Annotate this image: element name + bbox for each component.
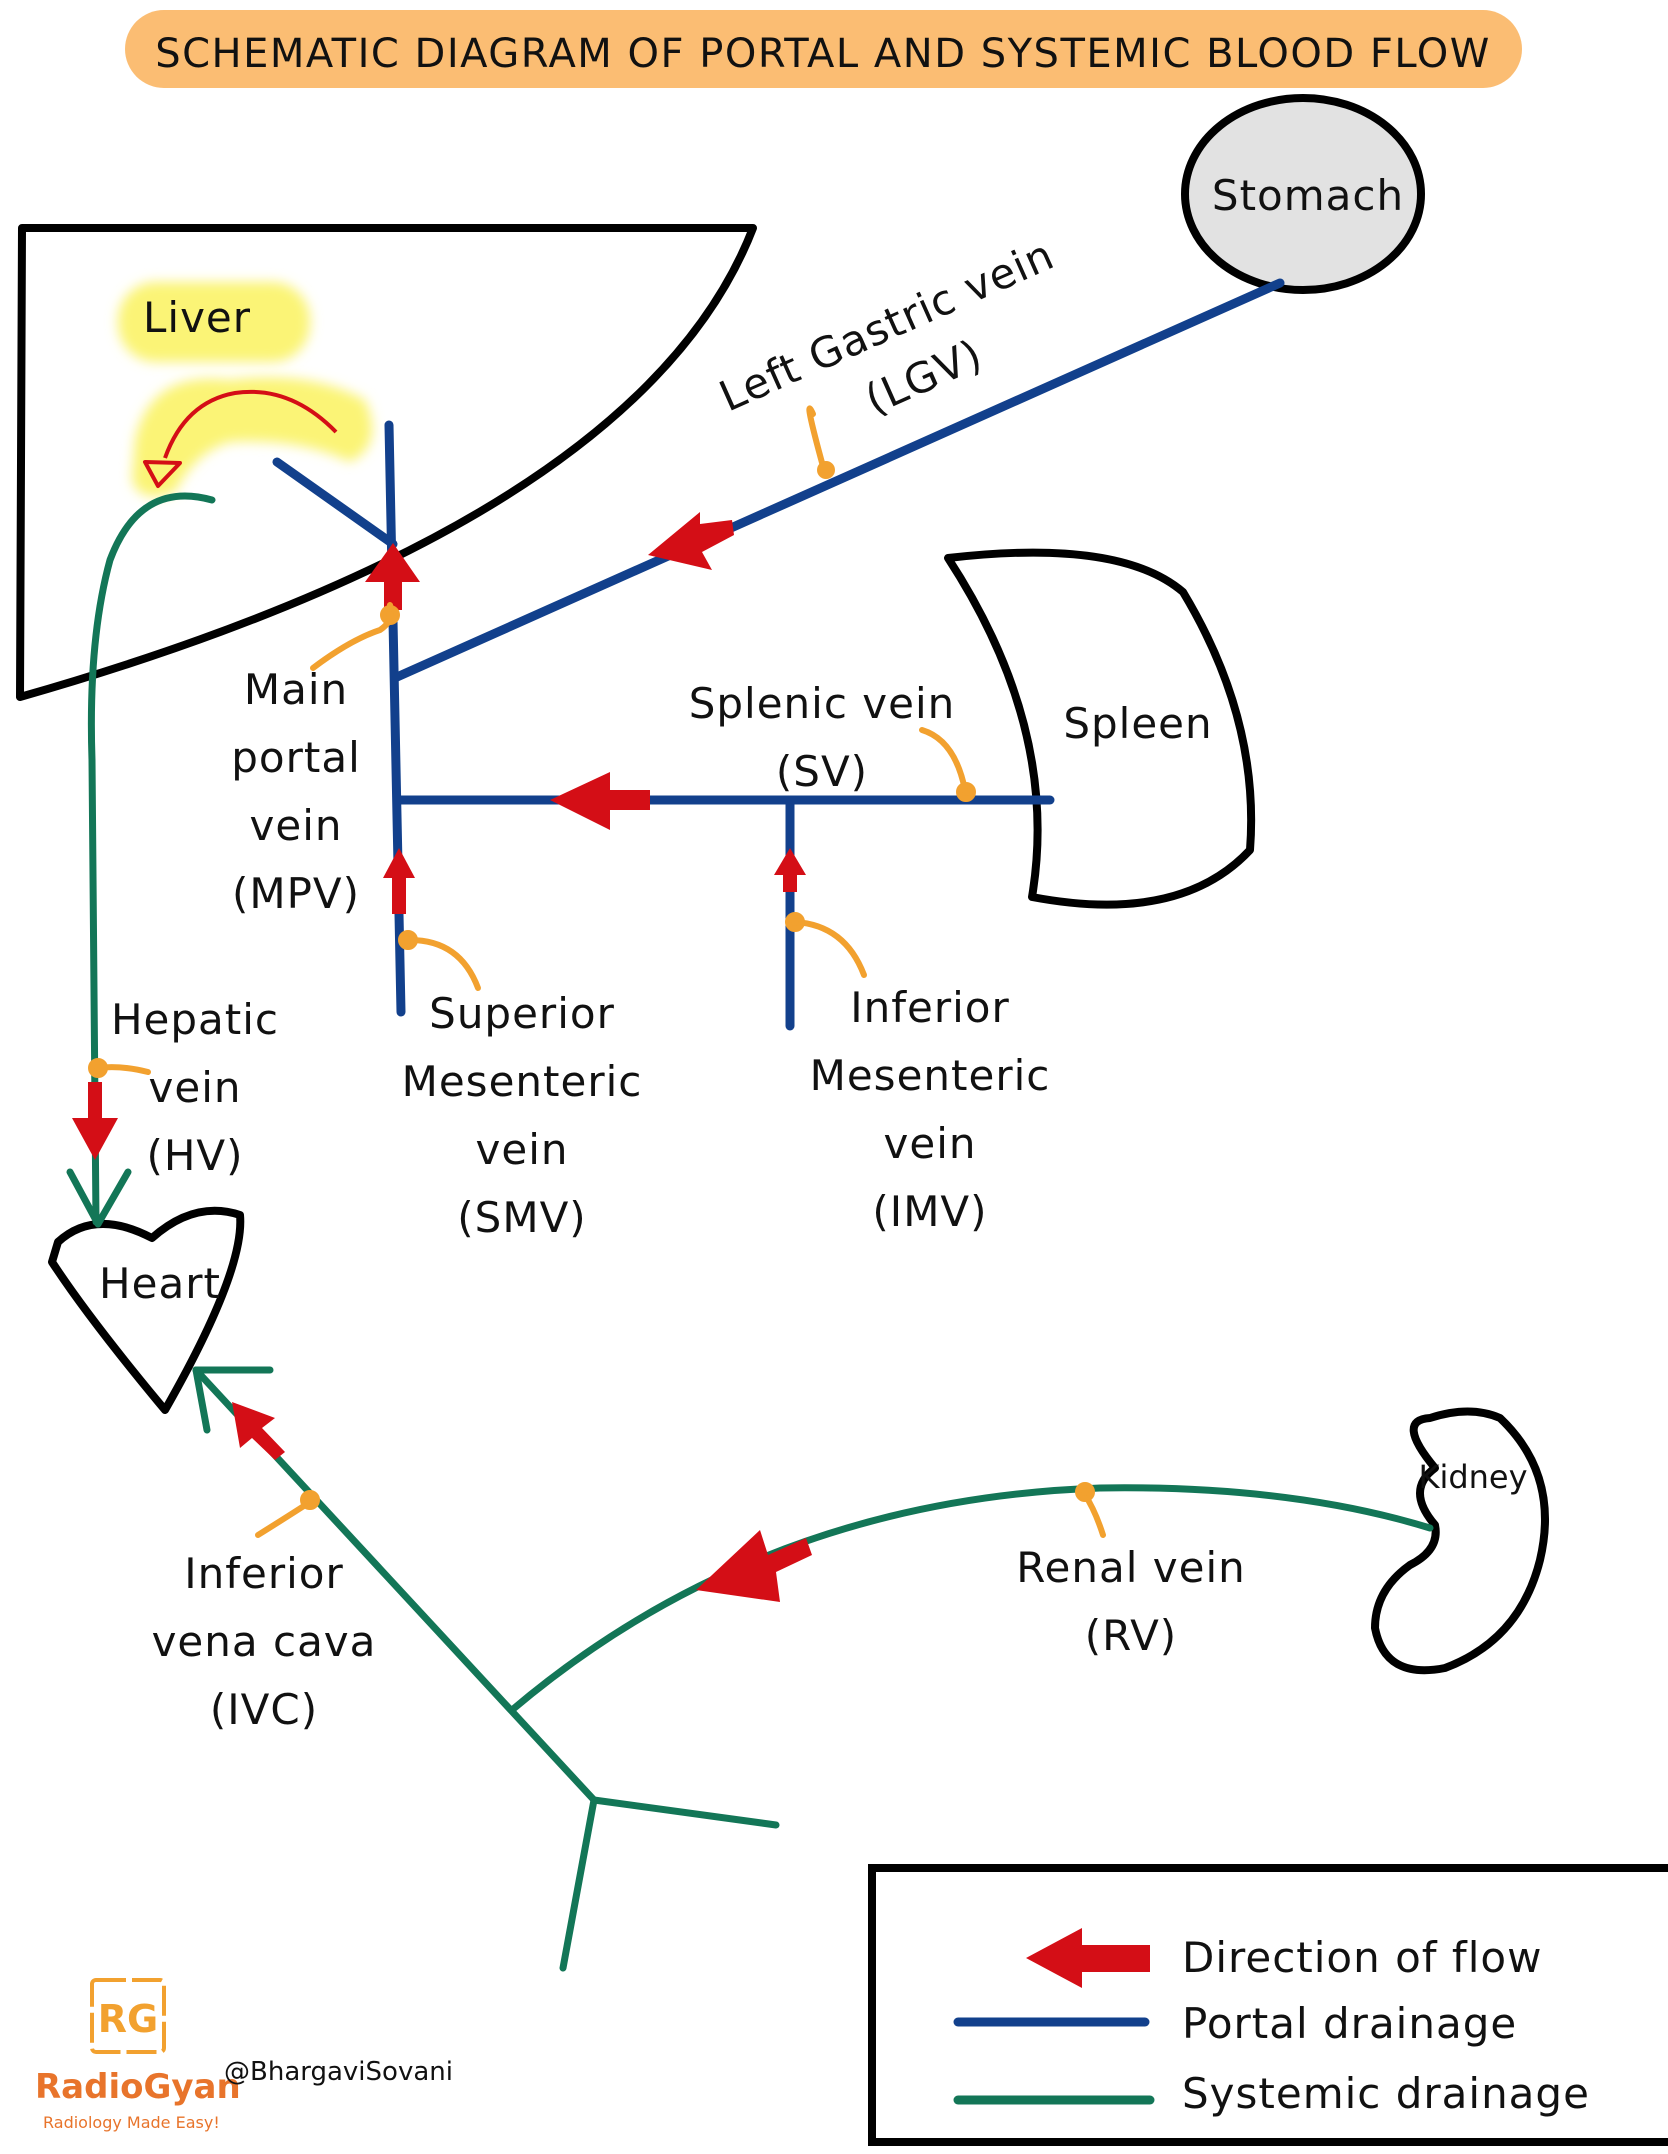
imv-label-line4: (IMV) — [872, 1187, 987, 1236]
imv-label-line1: Inferior — [850, 983, 1010, 1032]
diagram-title: SCHEMATIC DIAGRAM OF PORTAL AND SYSTEMIC… — [155, 31, 1491, 77]
iliac-branch-left — [559, 1796, 598, 1972]
iliac-branch-right — [590, 1796, 780, 1829]
main-portal-vein-line — [384, 420, 406, 1017]
logo-tagline: Radiology Made Easy! — [43, 2113, 220, 2132]
portal-vessels — [272, 278, 1285, 1031]
title-background — [125, 10, 1522, 88]
legend-systemic-label: Systemic drainage — [1182, 2069, 1590, 2118]
legend-portal-label: Portal drainage — [1182, 1999, 1517, 2048]
logo-mark-text: RG — [98, 1997, 158, 2041]
ivc-label-line1: Inferior — [184, 1549, 344, 1598]
sv-label-line1: Splenic vein — [689, 679, 956, 728]
systemic-vessels — [66, 492, 1434, 1972]
lgv-flow-arrow — [648, 512, 734, 570]
imv-pointer-dot — [785, 912, 805, 932]
ivc-label: Inferior vena cava (IVC) — [152, 1549, 377, 1734]
spleen-shape — [944, 548, 1256, 909]
label-pointers — [88, 405, 1106, 1538]
sv-pointer-dot — [956, 782, 976, 802]
smv-label-line4: (SMV) — [457, 1193, 586, 1242]
lgv-pointer-dot — [817, 461, 835, 479]
ivc-pointer — [255, 1499, 313, 1538]
left-gastric-vein-line — [392, 278, 1285, 682]
hepatic-vein-line — [87, 492, 216, 1226]
rv-flow-arrow — [696, 1530, 812, 1602]
mpv-pointer-dot — [380, 605, 400, 625]
liver-label-highlight — [118, 282, 310, 362]
spleen-label: Spleen — [1063, 699, 1212, 748]
kidney-label: Kidney — [1418, 1458, 1527, 1496]
flow-arrows — [72, 512, 812, 1602]
lgv-label: Left Gastric vein (LGV) — [712, 230, 1061, 424]
ivc-label-line3: (IVC) — [210, 1685, 318, 1734]
hv-flow-arrow — [72, 1082, 118, 1160]
smv-label-line1: Superior — [429, 989, 615, 1038]
radiogyan-logo: RG RadioGyan Radiology Made Easy! — [35, 1978, 241, 2132]
imv-label-line2: Mesenteric — [810, 1051, 1051, 1100]
liver-curved-arrowhead — [143, 460, 182, 488]
mpv-pointer — [310, 602, 395, 671]
liver-outline — [16, 224, 757, 701]
logo-mark-frame — [90, 1978, 166, 2054]
smv-pointer — [407, 937, 481, 991]
liver-flow-highlight — [132, 377, 373, 497]
smv-pointer-dot — [398, 930, 418, 950]
rv-label-line2: (RV) — [1085, 1611, 1177, 1660]
smv-label: Superior Mesenteric vein (SMV) — [402, 989, 643, 1242]
liver-label: Liver — [143, 293, 251, 342]
smv-label-line3: vein — [476, 1125, 569, 1174]
credit-handle: @BhargaviSovani — [224, 2057, 453, 2087]
stomach-shape — [1181, 94, 1425, 294]
sv-pointer — [919, 727, 968, 793]
mpv-label-line1: Main — [244, 665, 348, 714]
mpv-flow-arrow — [365, 543, 420, 610]
mpv-label-line4: (MPV) — [232, 869, 360, 918]
ivc-pointer-dot — [300, 1490, 320, 1510]
hv-label-line2: vein — [149, 1063, 242, 1112]
kidney-shape — [1371, 1407, 1549, 1675]
legend-flow-label: Direction of flow — [1182, 1933, 1542, 1982]
hv-arrowhead-right — [94, 1168, 132, 1228]
mpv-label-line3: vein — [250, 801, 343, 850]
sv-label-line2: (SV) — [776, 747, 868, 796]
rv-label: Renal vein (RV) — [1016, 1543, 1246, 1660]
title-banner: SCHEMATIC DIAGRAM OF PORTAL AND SYSTEMIC… — [125, 10, 1522, 88]
ivc-arrowhead-side — [192, 1366, 211, 1434]
rv-pointer-dot — [1075, 1482, 1095, 1502]
heart-label: Heart — [99, 1259, 221, 1308]
imv-label: Inferior Mesenteric vein (IMV) — [810, 983, 1051, 1236]
imv-label-line3: vein — [884, 1119, 977, 1168]
hv-label-line3: (HV) — [146, 1131, 243, 1180]
smv-label-line2: Mesenteric — [402, 1057, 643, 1106]
logo-name: RadioGyan — [35, 2067, 241, 2107]
rv-label-line1: Renal vein — [1016, 1543, 1246, 1592]
mpv-label-line2: portal — [231, 733, 361, 782]
liver-curved-arrow — [163, 389, 338, 459]
sv-flow-arrow — [550, 772, 650, 830]
heart-shape — [48, 1206, 245, 1414]
legend-flow-arrow-icon — [1026, 1928, 1150, 1988]
ivc-label-line2: vena cava — [152, 1617, 377, 1666]
renal-vein-line — [508, 1484, 1434, 1714]
legend-box — [868, 1864, 1668, 2146]
lgv-pointer — [806, 405, 827, 473]
ivc-flow-arrow — [232, 1402, 285, 1460]
hv-label-line1: Hepatic — [111, 995, 279, 1044]
imv-pointer — [792, 919, 867, 978]
smv-flow-arrow — [383, 848, 415, 914]
intrahepatic-portal-branch — [272, 457, 398, 549]
stomach-label: Stomach — [1212, 171, 1404, 220]
hv-arrowhead-left — [66, 1168, 102, 1228]
imv-flow-arrow — [774, 848, 806, 892]
hv-label: Hepatic vein (HV) — [111, 995, 279, 1180]
legend: Direction of flow Portal drainage System… — [868, 1864, 1668, 2146]
hv-pointer-dot — [88, 1058, 108, 1078]
sv-label: Splenic vein (SV) — [689, 679, 956, 796]
mpv-label: Main portal vein (MPV) — [231, 665, 361, 918]
